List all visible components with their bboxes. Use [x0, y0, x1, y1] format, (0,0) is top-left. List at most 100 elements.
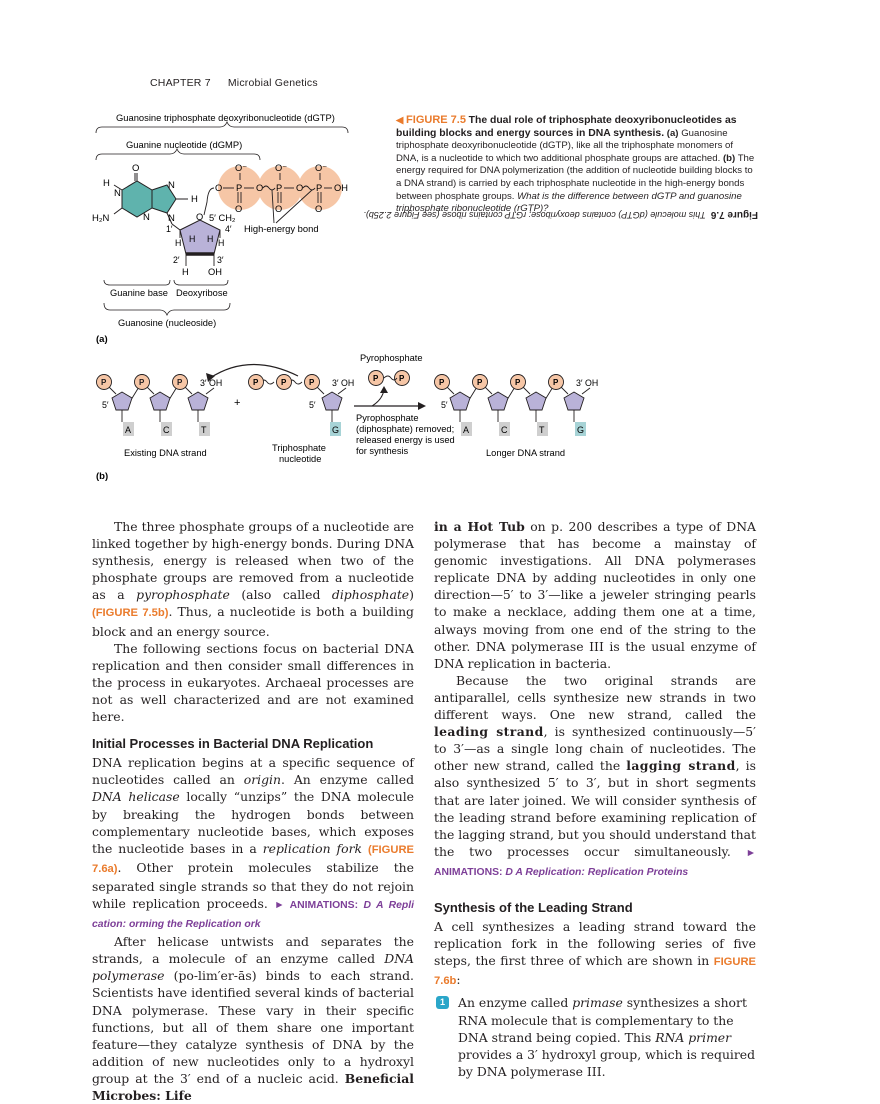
guanine-base: O H N H₂N N H N N [92, 163, 198, 225]
atom-n9: N [168, 213, 175, 224]
atom-o-dbl-1: O [235, 204, 242, 214]
triphosphate-nucleotide: P P P 3′ OH 5′ G Triphosphate nucleotide [206, 363, 354, 464]
label-removed-3: released energy is used [356, 435, 455, 445]
dgmp-bracket [95, 147, 261, 161]
atom-c3: 3′ [217, 255, 224, 265]
label-removed-2: (diphosphate) removed; [356, 424, 454, 434]
p-longer-3: P [515, 378, 521, 387]
phosphate-groups: O⁻ O⁻ O⁻ O P O P O P OH O O O [203, 163, 348, 234]
label-guanine-base: Guanine base [110, 288, 168, 298]
paragraph-2: The following sections focus on bacteria… [92, 640, 414, 725]
paragraph-5: in a Hot Tub on p. 200 describes a type … [434, 519, 756, 671]
atom-o-dbl-3: O [315, 204, 322, 214]
label-deoxyribose: Deoxyribose [176, 288, 228, 298]
paragraph-3: DNA replication begins at a specific seq… [92, 755, 415, 931]
figure-ref-7-6a[interactable]: (FIGURE 7.6a) [92, 843, 414, 875]
atom-o-dbl-2: O [275, 204, 282, 214]
base-longer-3: T [539, 425, 545, 435]
p-pyro-1: P [373, 374, 379, 383]
figure-7-5b: Pyrophosphate P P P 3′ OH 5′ A C T Exist… [96, 353, 598, 482]
step-number-badge: 1 [436, 996, 449, 1010]
atom-o-link-1: O [215, 183, 222, 193]
running-header: CHAPTER 7 Microbial Genetics [150, 77, 318, 89]
p-existing-2: P [139, 378, 145, 387]
deoxyribose-sugar: O 5′ CH₂ 1′ 4′ H H H H 2′ 3′ H OH [166, 212, 236, 277]
chapter-title: Microbial Genetics [227, 77, 318, 89]
base-longer-2: C [501, 425, 508, 435]
caption-b-text: The energy required for DNA polymerizati… [396, 152, 755, 202]
left-column: The three phosphate groups of a nucleoti… [92, 518, 414, 1104]
figure-caption: ◀ FIGURE 7.5 The dual role of triphospha… [396, 114, 756, 216]
atom-5-ch2: 5′ CH₂ [209, 213, 236, 223]
longer-dna-strand: P P P P 3′ OH 5′ A C T G Longer DNA stra… [434, 374, 598, 458]
base-bracket [103, 279, 171, 286]
five-tri: 5′ [309, 400, 316, 410]
base-longer-1: A [463, 425, 469, 435]
atom-c1: 1′ [166, 224, 173, 234]
atom-oh: OH [334, 183, 348, 193]
answer-text: This molecule (dGTP) contains deoxyribos… [363, 210, 706, 220]
label-existing-strand: Existing DNA strand [124, 448, 207, 458]
atom-o-ring: O [196, 212, 203, 222]
label-dgtp: Guanosine triphosphate deoxyribonucleoti… [116, 112, 335, 123]
p-existing-1: P [101, 378, 107, 387]
p-existing-3: P [177, 378, 183, 387]
atom-oh-3: OH [208, 267, 222, 277]
caption-b-tag: (b) [722, 152, 736, 164]
oh-existing: 3′ OH [200, 378, 222, 388]
right-column: in a Hot Tub on p. 200 describes a type … [434, 518, 756, 1080]
atom-n3: N [143, 212, 150, 223]
atom-h-n1: H [103, 178, 110, 189]
base-longer-4: G [577, 425, 584, 435]
animation-title-fork[interactable]: D A Repli cation: orming the Replication… [92, 899, 414, 931]
atom-n1: N [114, 188, 121, 199]
step-1-text: An enzyme called primase synthesizes a s… [458, 995, 756, 1079]
sugar-bracket [173, 279, 229, 286]
atom-o-link-2: O [256, 183, 263, 193]
caption-a-text: Guanosine triphosphate deoxyribonucleoti… [396, 127, 734, 164]
caption-a-tag: (a) [666, 127, 679, 139]
atom-p-3: P [316, 183, 322, 193]
label-high-energy-bond: High-energy bond [244, 223, 319, 234]
paragraph-6: Because the two original strands are ant… [434, 672, 756, 878]
pyrophosphate-released: P P Pyrophosphate (diphosphate) removed;… [354, 370, 455, 456]
atom-h-bottom: H [182, 267, 189, 277]
label-removed-4: for synthesis [356, 446, 409, 456]
caption-figure-number: FIGURE 7.5 [406, 114, 466, 126]
five-existing: 5′ [102, 400, 109, 410]
p-tri-3: P [309, 378, 315, 387]
label-longer-strand: Longer DNA strand [486, 448, 565, 458]
figure-ref-7-5b[interactable]: (FIGURE 7.5b) [92, 607, 169, 620]
answer-label: Figure 7.6 [710, 209, 758, 220]
oh-tri: 3′ OH [332, 378, 354, 388]
animation-title-proteins[interactable]: D A Replication: Replication Proteins [502, 866, 689, 878]
caption-answer: Figure 7.6 This molecule (dGTP) contains… [363, 206, 758, 220]
paragraph-4: After helicase untwists and separates th… [92, 934, 414, 1103]
p-tri-1: P [253, 378, 259, 387]
label-nucleoside: Guanosine (nucleoside) [118, 318, 216, 328]
nucleoside-bracket [103, 302, 231, 317]
paragraph-7: A cell synthesizes a leading strand towa… [434, 919, 756, 988]
atom-h-c1: H [175, 238, 181, 248]
label-triphosphate-1: Triphosphate [272, 443, 326, 453]
p-pyro-2: P [399, 374, 405, 383]
atom-p-2: P [276, 183, 282, 193]
atom-n7: N [168, 180, 175, 191]
five-longer: 5′ [441, 400, 448, 410]
base-existing-1: A [125, 425, 131, 435]
animation-link-fork[interactable]: ► ANIMATIONS: [274, 899, 359, 911]
heading-initial-processes: Initial Processes in Bacterial DNA Repli… [92, 736, 374, 752]
existing-dna-strand: P P P 3′ OH 5′ A C T Existing DNA strand [96, 374, 222, 458]
atom-h8: H [191, 194, 198, 205]
label-dgmp: Guanine nucleotide (dGMP) [126, 139, 242, 150]
plus-sign: + [234, 397, 240, 409]
label-removed-1: Pyrophosphate [356, 413, 419, 423]
dgtp-bracket [95, 120, 349, 134]
caption-question: What is the difference between dGTP and … [396, 190, 742, 215]
atom-h-c2: H [189, 234, 195, 244]
base-existing-2: C [163, 425, 170, 435]
animation-link-proteins[interactable]: ► ANIMATIONS: [434, 847, 756, 878]
label-triphosphate-2: nucleotide [279, 454, 321, 464]
atom-c4: 4′ [225, 224, 232, 234]
oh-longer: 3′ OH [576, 378, 598, 388]
